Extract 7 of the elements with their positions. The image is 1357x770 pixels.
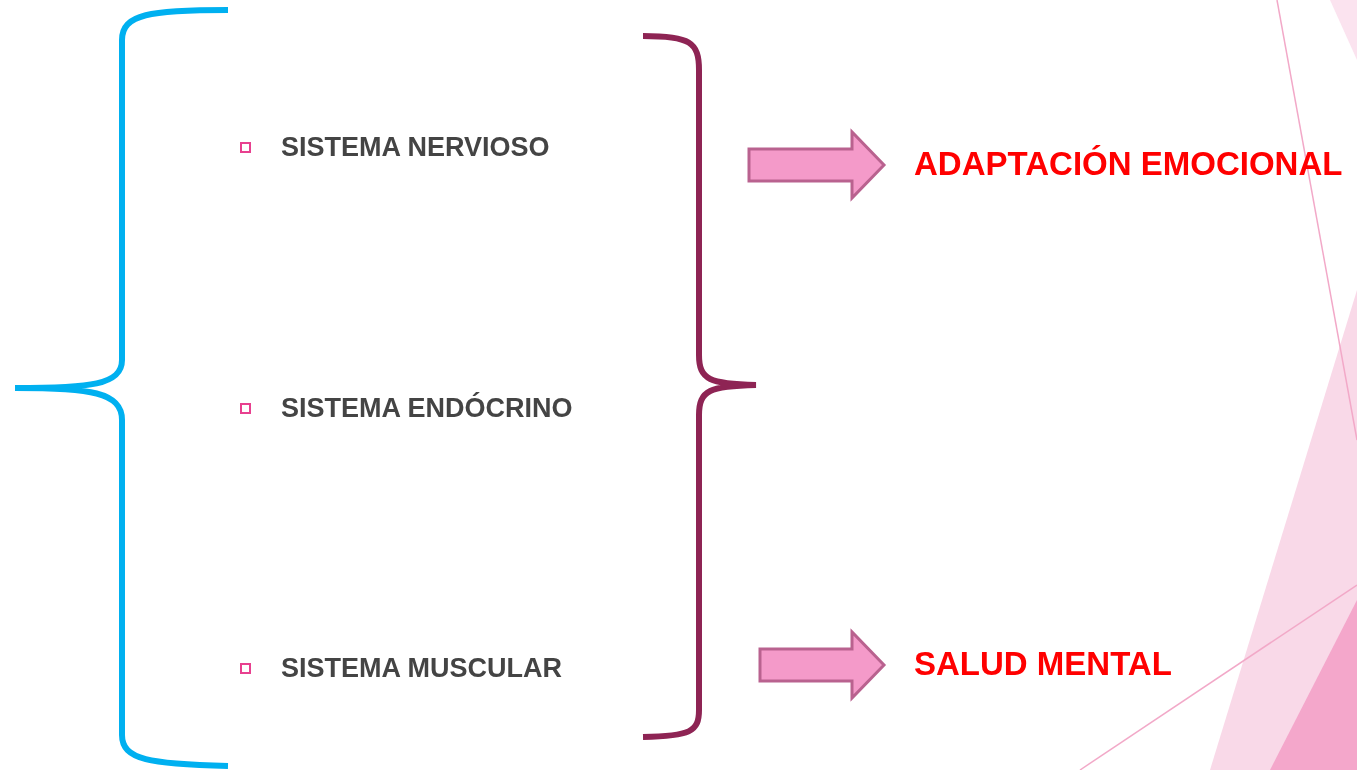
list-item-text: SISTEMA ENDÓCRINO: [281, 392, 573, 424]
list-item-text: SISTEMA NERVIOSO: [281, 131, 550, 163]
block-arrow: [758, 628, 887, 702]
block-arrow: [747, 128, 887, 202]
result-text: ADAPTACIÓN EMOCIONAL: [914, 145, 1343, 183]
result-text: SALUD MENTAL: [914, 645, 1172, 683]
list-item-text: SISTEMA MUSCULAR: [281, 652, 562, 684]
